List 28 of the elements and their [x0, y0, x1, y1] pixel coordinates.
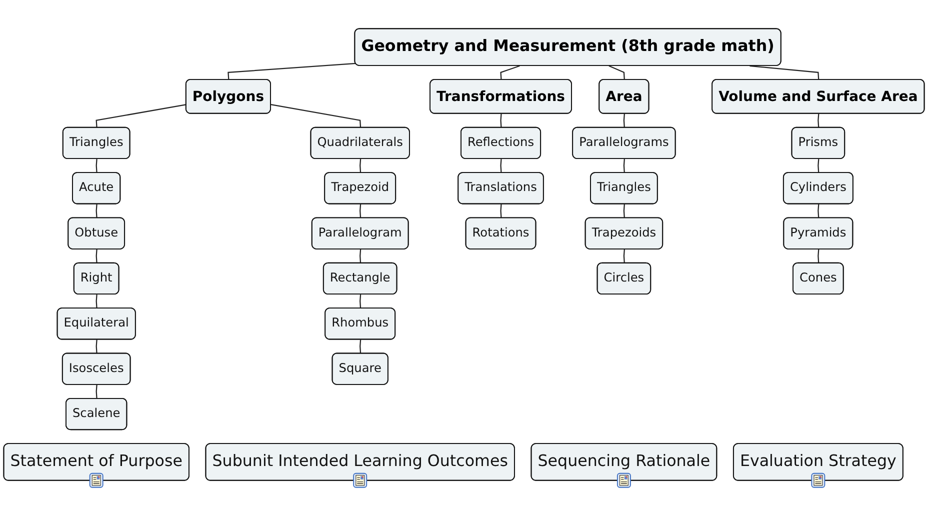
connector: [96, 249, 98, 264]
connector: [96, 204, 98, 218]
connector: [360, 159, 362, 174]
connector: [623, 114, 625, 128]
connector: [270, 104, 362, 128]
connector: [360, 249, 362, 264]
connector: [360, 340, 362, 354]
connector: [623, 249, 625, 264]
connector: [500, 159, 502, 174]
connector: [623, 204, 625, 218]
connector: [360, 294, 362, 309]
connector: [818, 114, 820, 128]
connector: [818, 204, 820, 218]
connector: [750, 65, 820, 80]
connector: [96, 104, 186, 128]
connector: [96, 294, 98, 309]
connector: [818, 159, 820, 174]
connector: [608, 65, 625, 80]
connector: [500, 204, 502, 218]
connector: [96, 159, 98, 174]
connector: [360, 204, 362, 218]
connector: [623, 159, 625, 174]
connector: [818, 249, 820, 264]
connector: [96, 340, 98, 354]
connector: [500, 114, 502, 128]
connector: [96, 384, 98, 399]
connector: [228, 62, 356, 80]
connector: [500, 65, 520, 80]
